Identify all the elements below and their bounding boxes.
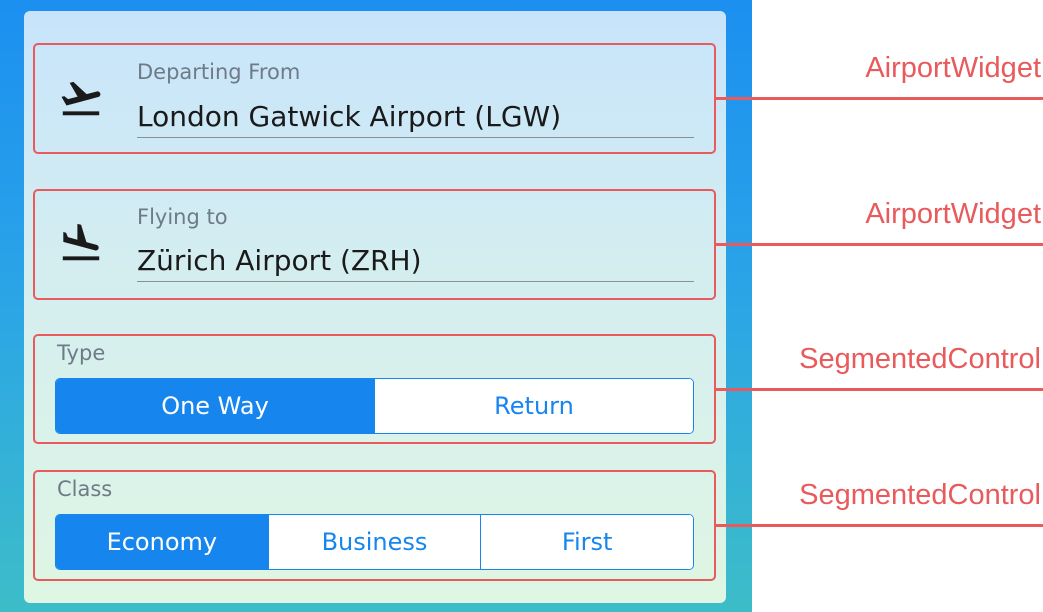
segmented-control-outline-class [33, 470, 716, 581]
airport-widget-outline-departing [33, 43, 716, 154]
search-card [24, 11, 726, 603]
arrival-airport-field[interactable]: Zürich Airport (ZRH) [137, 244, 422, 277]
callout-label-airport-2: AirportWidget [865, 198, 1041, 230]
flight-land-icon [62, 223, 100, 261]
class-label: Class [57, 477, 113, 501]
flight-takeoff-icon [61, 81, 101, 116]
callout-label-airport-1: AirportWidget [865, 52, 1041, 84]
segmented-control-outline-type [33, 334, 716, 444]
callout-line-segmented-1 [716, 388, 1043, 391]
callout-line-airport-1 [716, 97, 1043, 100]
callout-line-airport-2 [716, 243, 1043, 246]
callout-label-segmented-2: SegmentedControl [799, 479, 1041, 511]
flying-to-label: Flying to [137, 205, 228, 229]
cabin-class-segmented-control: Economy Business First [55, 514, 694, 570]
callout-line-segmented-2 [716, 524, 1043, 527]
arrival-field-underline [137, 281, 694, 282]
trip-type-segmented-control: One Way Return [55, 378, 694, 434]
segment-return[interactable]: Return [374, 379, 693, 433]
departing-field-underline [137, 137, 694, 138]
segment-business[interactable]: Business [267, 515, 481, 569]
segment-first[interactable]: First [480, 515, 693, 569]
callout-label-segmented-1: SegmentedControl [799, 343, 1041, 375]
segment-economy[interactable]: Economy [56, 515, 268, 569]
type-label: Type [57, 341, 106, 365]
departing-airport-field[interactable]: London Gatwick Airport (LGW) [137, 100, 562, 133]
airport-widget-outline-arrival [33, 189, 716, 300]
departing-label: Departing From [137, 60, 301, 84]
segment-one-way[interactable]: One Way [56, 379, 374, 433]
